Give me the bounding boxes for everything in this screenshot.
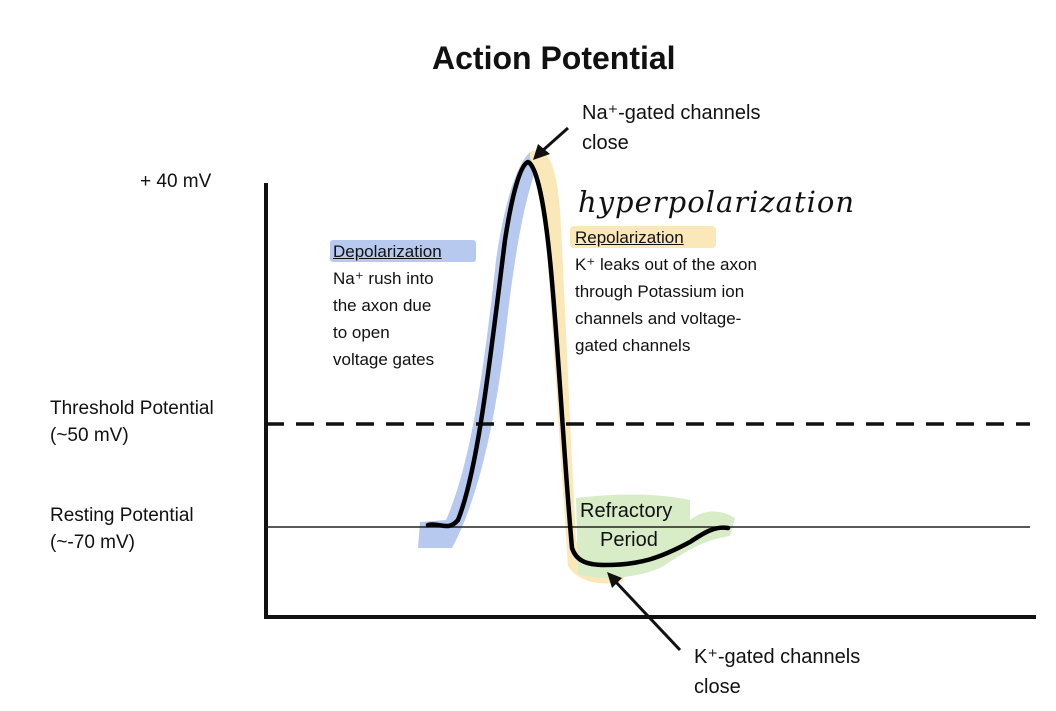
- depolarization-highlight: [418, 152, 540, 548]
- resting-label-line2: (~-70 mV): [50, 532, 135, 553]
- y-axis-top-label: + 40 mV: [140, 171, 212, 192]
- depolarization-heading: Depolarization: [333, 242, 442, 261]
- refractory-line2: Period: [600, 529, 658, 551]
- repolarization-line: channels and voltage-: [575, 309, 742, 328]
- repolarization-block: Repolarization K⁺ leaks out of the axon …: [575, 224, 757, 359]
- diagram-title: Action Potential: [432, 40, 676, 76]
- depolarization-line: the axon due: [333, 296, 432, 315]
- k-arrowhead: [607, 572, 622, 588]
- hyperpolarization-handwritten: hyperpolarization: [578, 185, 856, 219]
- threshold-label: Threshold Potential (~50 mV): [50, 395, 214, 449]
- repolarization-line: through Potassium ion: [575, 282, 745, 301]
- na-arrowhead: [533, 144, 550, 160]
- repolarization-label-highlight: [570, 226, 716, 248]
- repolarization-highlight: [530, 150, 630, 584]
- k-label-line2: close: [694, 676, 741, 698]
- na-label-line2: close: [582, 132, 629, 154]
- depolarization-line: Na⁺ rush into: [333, 269, 434, 288]
- k-label-line1: K⁺-gated channels: [694, 646, 861, 668]
- k-channels-close-label: K⁺-gated channels close: [694, 642, 860, 702]
- depolarization-block: Depolarization Na⁺ rush into the axon du…: [333, 238, 442, 373]
- depolarization-label-highlight: [330, 240, 476, 262]
- repolarization-heading: Repolarization: [575, 228, 684, 247]
- k-arrow: [612, 578, 682, 652]
- na-label-line1: Na⁺-gated channels: [582, 102, 761, 124]
- threshold-label-line1: Threshold Potential: [50, 398, 214, 419]
- depolarization-line: to open: [333, 323, 390, 342]
- refractory-line1: Refractory: [580, 500, 673, 522]
- depolarization-line: voltage gates: [333, 350, 435, 369]
- refractory-label: Refractory Period: [580, 497, 672, 555]
- repolarization-line: gated channels: [575, 336, 691, 355]
- repolarization-line: K⁺ leaks out of the axon: [575, 255, 757, 274]
- threshold-label-line2: (~50 mV): [50, 425, 129, 446]
- resting-label-line1: Resting Potential: [50, 505, 194, 526]
- resting-label: Resting Potential (~-70 mV): [50, 502, 194, 556]
- na-channels-close-label: Na⁺-gated channels close: [582, 98, 760, 158]
- refractory-highlight: [576, 494, 735, 578]
- action-potential-curve: [425, 159, 731, 568]
- na-arrow: [540, 126, 569, 154]
